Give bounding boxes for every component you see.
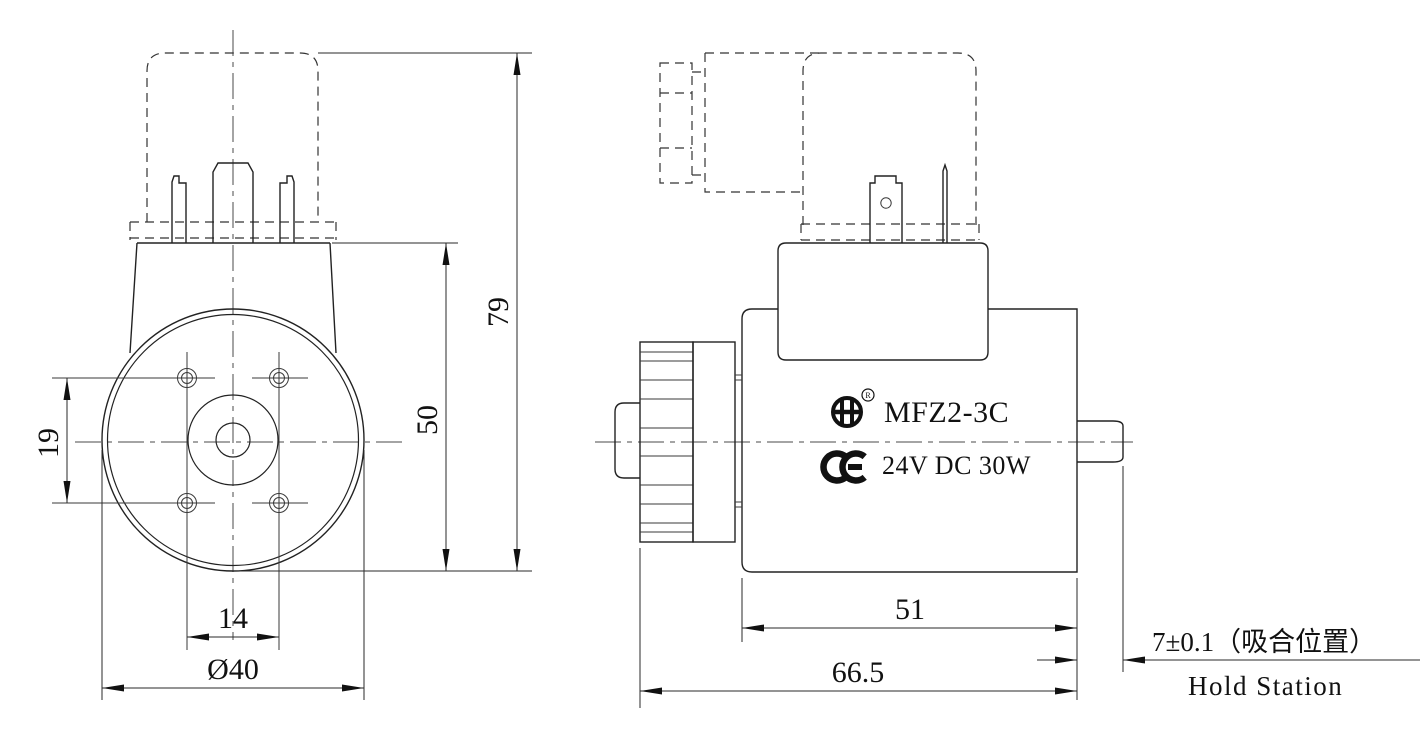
svg-text:R: R bbox=[865, 391, 871, 400]
manual-override-button bbox=[614, 402, 640, 479]
registered-trademark-icon: R bbox=[861, 388, 875, 402]
connector-elbow bbox=[704, 52, 821, 193]
dim-79-label: 79 bbox=[482, 297, 515, 327]
dim-51-label: 51 bbox=[895, 593, 925, 626]
coil-body-front bbox=[129, 242, 337, 354]
left-blade-terminal bbox=[171, 175, 187, 243]
nameplate: R MFZ2-3C 24V DC 30W bbox=[820, 388, 1031, 484]
model-label: MFZ2-3C bbox=[884, 396, 1009, 429]
mounting-holes bbox=[52, 352, 308, 650]
nut-collar bbox=[692, 341, 736, 543]
dim-19-label: 19 bbox=[32, 428, 65, 458]
knurled-nut bbox=[639, 341, 742, 543]
dimension-flange-diameter: Ø40 bbox=[101, 450, 365, 700]
rating-label: 24V DC 30W bbox=[882, 451, 1031, 480]
side-view: R MFZ2-3C 24V DC 30W 51 66.5 7±0 bbox=[595, 52, 1420, 708]
dimension-total-length: 66.5 bbox=[639, 548, 1077, 708]
cable-gland bbox=[659, 62, 693, 184]
dim-stroke-label-cn: 7±0.1（吸合位置） bbox=[1152, 627, 1376, 657]
plunger bbox=[1077, 420, 1124, 463]
ground-terminal-pin bbox=[212, 162, 254, 243]
dimension-total-height: 79 bbox=[233, 52, 532, 572]
side-terminal-tab bbox=[869, 175, 903, 243]
dim-dia40-label: Ø40 bbox=[207, 653, 259, 686]
knurl-lines bbox=[640, 351, 693, 533]
phantom-connector-side bbox=[659, 52, 980, 241]
center-boss-circle bbox=[187, 394, 279, 486]
right-blade-terminal bbox=[279, 175, 295, 243]
front-view: 79 50 19 14 Ø40 bbox=[32, 30, 532, 700]
center-hole bbox=[215, 422, 251, 458]
dimension-hole-pitch-vertical: 19 bbox=[32, 378, 71, 503]
dim-stroke-label-en: Hold Station bbox=[1188, 671, 1343, 701]
dimension-stroke-hold-station: 7±0.1（吸合位置） Hold Station bbox=[1037, 466, 1420, 701]
side-collar-band bbox=[800, 223, 980, 241]
dim-50-label: 50 bbox=[411, 405, 444, 435]
flange-inner-circle bbox=[106, 313, 360, 567]
brand-logo-icon bbox=[831, 396, 863, 428]
dimension-hole-pitch-horizontal: 14 bbox=[187, 602, 279, 641]
connector-base bbox=[777, 242, 989, 361]
dim-14-label: 14 bbox=[218, 602, 248, 635]
dimension-body-height: 50 bbox=[332, 242, 458, 571]
phantom-connector-outline bbox=[146, 52, 319, 222]
dim-66-5-label: 66.5 bbox=[832, 656, 885, 689]
coil-body-side bbox=[741, 308, 1078, 573]
ce-mark-icon bbox=[820, 450, 867, 484]
side-terminal-pin bbox=[942, 162, 948, 243]
dimension-coil-length: 51 bbox=[741, 578, 1078, 700]
terminal-tab-hole bbox=[880, 197, 892, 209]
